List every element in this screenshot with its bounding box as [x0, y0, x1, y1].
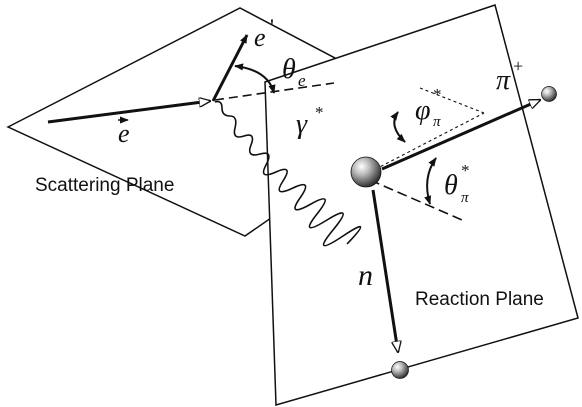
scattered-electron-arrow [211, 34, 249, 102]
neutron-label: n [358, 259, 373, 292]
svg-text:': ' [270, 14, 274, 39]
pion-label: π + [496, 56, 523, 96]
svg-text:π: π [496, 65, 511, 96]
virtual-photon-line [214, 100, 362, 247]
incoming-electron-arrow [47, 101, 210, 124]
pion-theta-label: θ π * [444, 161, 470, 206]
svg-text:γ: γ [296, 109, 308, 140]
pion-phi-arc [390, 111, 406, 143]
svg-text:*: * [433, 85, 442, 104]
scattered-electron-label: e ' [254, 14, 274, 52]
pion-theta-arc [424, 157, 437, 205]
incoming-electron-label: e [118, 116, 130, 148]
pion-phi-label: φ π * [415, 85, 442, 130]
target-nucleon-sphere [350, 156, 382, 188]
reaction-plane [264, 4, 579, 406]
svg-text:e: e [118, 119, 130, 148]
svg-text:π: π [433, 114, 441, 130]
electron-angle-label: θ e [282, 54, 306, 90]
reaction-plane-label: Reaction Plane [415, 289, 544, 310]
pion-sphere [541, 86, 557, 102]
svg-text:*: * [461, 161, 470, 180]
neutron-arrow [371, 189, 398, 352]
svg-text:+: + [513, 56, 523, 76]
svg-text:θ: θ [444, 170, 458, 201]
svg-text:θ: θ [282, 54, 296, 85]
scattering-plane-label: Scattering Plane [35, 175, 174, 196]
neutron-sphere [391, 361, 409, 379]
electron-angle-arc [234, 63, 276, 94]
svg-text:e: e [254, 23, 266, 52]
svg-text:*: * [315, 103, 324, 122]
svg-text:φ: φ [415, 95, 431, 126]
reaction-axis-dashed [369, 179, 463, 221]
pion-arrow [381, 98, 540, 171]
svg-text:π: π [461, 190, 469, 206]
virtual-photon-label: γ * [296, 103, 324, 140]
svg-text:e: e [298, 71, 306, 90]
